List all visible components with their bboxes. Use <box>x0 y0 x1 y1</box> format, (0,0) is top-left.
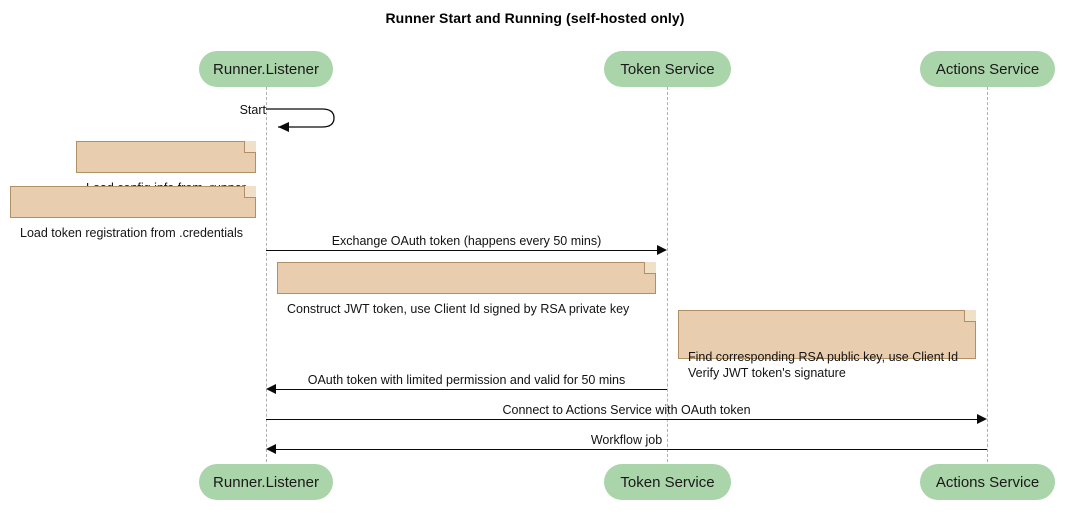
note-text: Find corresponding RSA public key, use C… <box>688 350 959 380</box>
note-construct-jwt-token: Construct JWT token, use Client Id signe… <box>277 262 656 316</box>
message-arrowhead-workflow-job <box>266 444 276 454</box>
participant-label: Token Service <box>620 60 715 78</box>
lifeline-runner <box>266 87 267 462</box>
message-arrowhead-connect-actions-service <box>977 414 987 424</box>
note-fold-corner-icon <box>244 141 256 153</box>
note-load-token-registration: Load token registration from .credential… <box>10 186 256 240</box>
participant-token-top[interactable]: Token Service <box>604 51 731 87</box>
message-line-exchange-oauth-token <box>266 250 657 251</box>
message-line-oauth-token-response <box>276 389 667 390</box>
participant-actions-top[interactable]: Actions Service <box>920 51 1055 87</box>
note-verify-jwt-signature: Find corresponding RSA public key, use C… <box>678 310 976 380</box>
note-load-config: Load config info from .runner <box>76 141 256 195</box>
message-label-start: Start <box>239 103 266 117</box>
note-fold-corner-icon <box>644 262 656 274</box>
message-line-connect-actions-service <box>266 419 977 420</box>
lifeline-token <box>667 87 668 462</box>
participant-runner-bottom[interactable]: Runner.Listener <box>199 464 333 500</box>
participant-label: Actions Service <box>935 60 1040 78</box>
message-label-connect-actions-service: Connect to Actions Service with OAuth to… <box>502 403 751 417</box>
participant-runner-top[interactable]: Runner.Listener <box>199 51 333 87</box>
message-self-start <box>264 105 344 135</box>
participant-actions-bottom[interactable]: Actions Service <box>920 464 1055 500</box>
participant-label: Runner.Listener <box>213 473 319 491</box>
participant-label: Token Service <box>620 473 715 491</box>
message-label-workflow-job: Workflow job <box>590 433 663 447</box>
note-text: Construct JWT token, use Client Id signe… <box>287 302 630 316</box>
message-arrowhead-exchange-oauth-token <box>657 245 667 255</box>
message-line-workflow-job <box>276 449 987 450</box>
participant-token-bottom[interactable]: Token Service <box>604 464 731 500</box>
note-fold-corner-icon <box>964 310 976 322</box>
note-text: Load token registration from .credential… <box>20 226 244 240</box>
lifeline-actions <box>987 87 988 462</box>
diagram-title: Runner Start and Running (self-hosted on… <box>385 10 685 26</box>
message-arrowhead-oauth-token-response <box>266 384 276 394</box>
message-label-oauth-token-response: OAuth token with limited permission and … <box>307 373 626 387</box>
participant-label: Runner.Listener <box>213 60 319 78</box>
participant-label: Actions Service <box>935 473 1040 491</box>
message-label-exchange-oauth-token: Exchange OAuth token (happens every 50 m… <box>331 234 602 248</box>
note-fold-corner-icon <box>244 186 256 198</box>
